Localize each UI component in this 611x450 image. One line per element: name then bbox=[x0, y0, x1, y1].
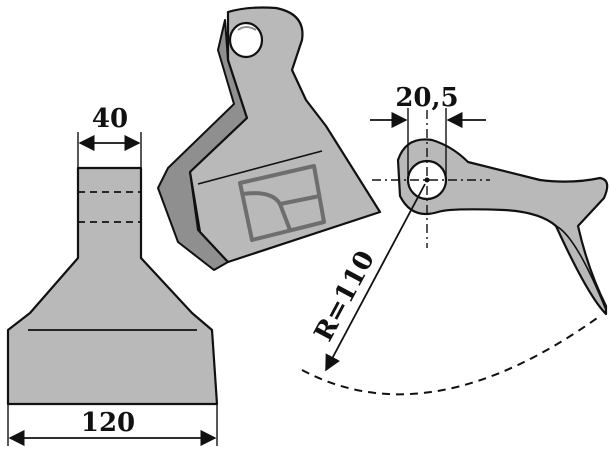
perspective-bend-line bbox=[197, 150, 323, 185]
front-view: 40 120 bbox=[6, 104, 219, 447]
logo-inner-mark bbox=[241, 191, 321, 231]
radius-label: R=110 bbox=[309, 246, 381, 346]
side-view-inner-edge bbox=[555, 225, 607, 311]
perspective-front-face bbox=[188, 6, 382, 264]
top-width-label: 40 bbox=[92, 104, 128, 134]
perspective-mounting-hole bbox=[228, 21, 264, 59]
side-view: 20,5 R=110 bbox=[301, 83, 609, 396]
logo-outer-square bbox=[238, 164, 326, 242]
side-view-blade bbox=[396, 138, 609, 316]
radius-leader-line bbox=[325, 183, 426, 372]
radius-arc bbox=[301, 315, 601, 396]
bottom-width-label: 120 bbox=[81, 408, 135, 438]
perspective-view bbox=[157, 6, 382, 271]
hole-diameter-label: 20,5 bbox=[395, 83, 458, 113]
perspective-hole-inner-edge bbox=[237, 26, 257, 31]
manufacturer-logo bbox=[238, 164, 326, 242]
